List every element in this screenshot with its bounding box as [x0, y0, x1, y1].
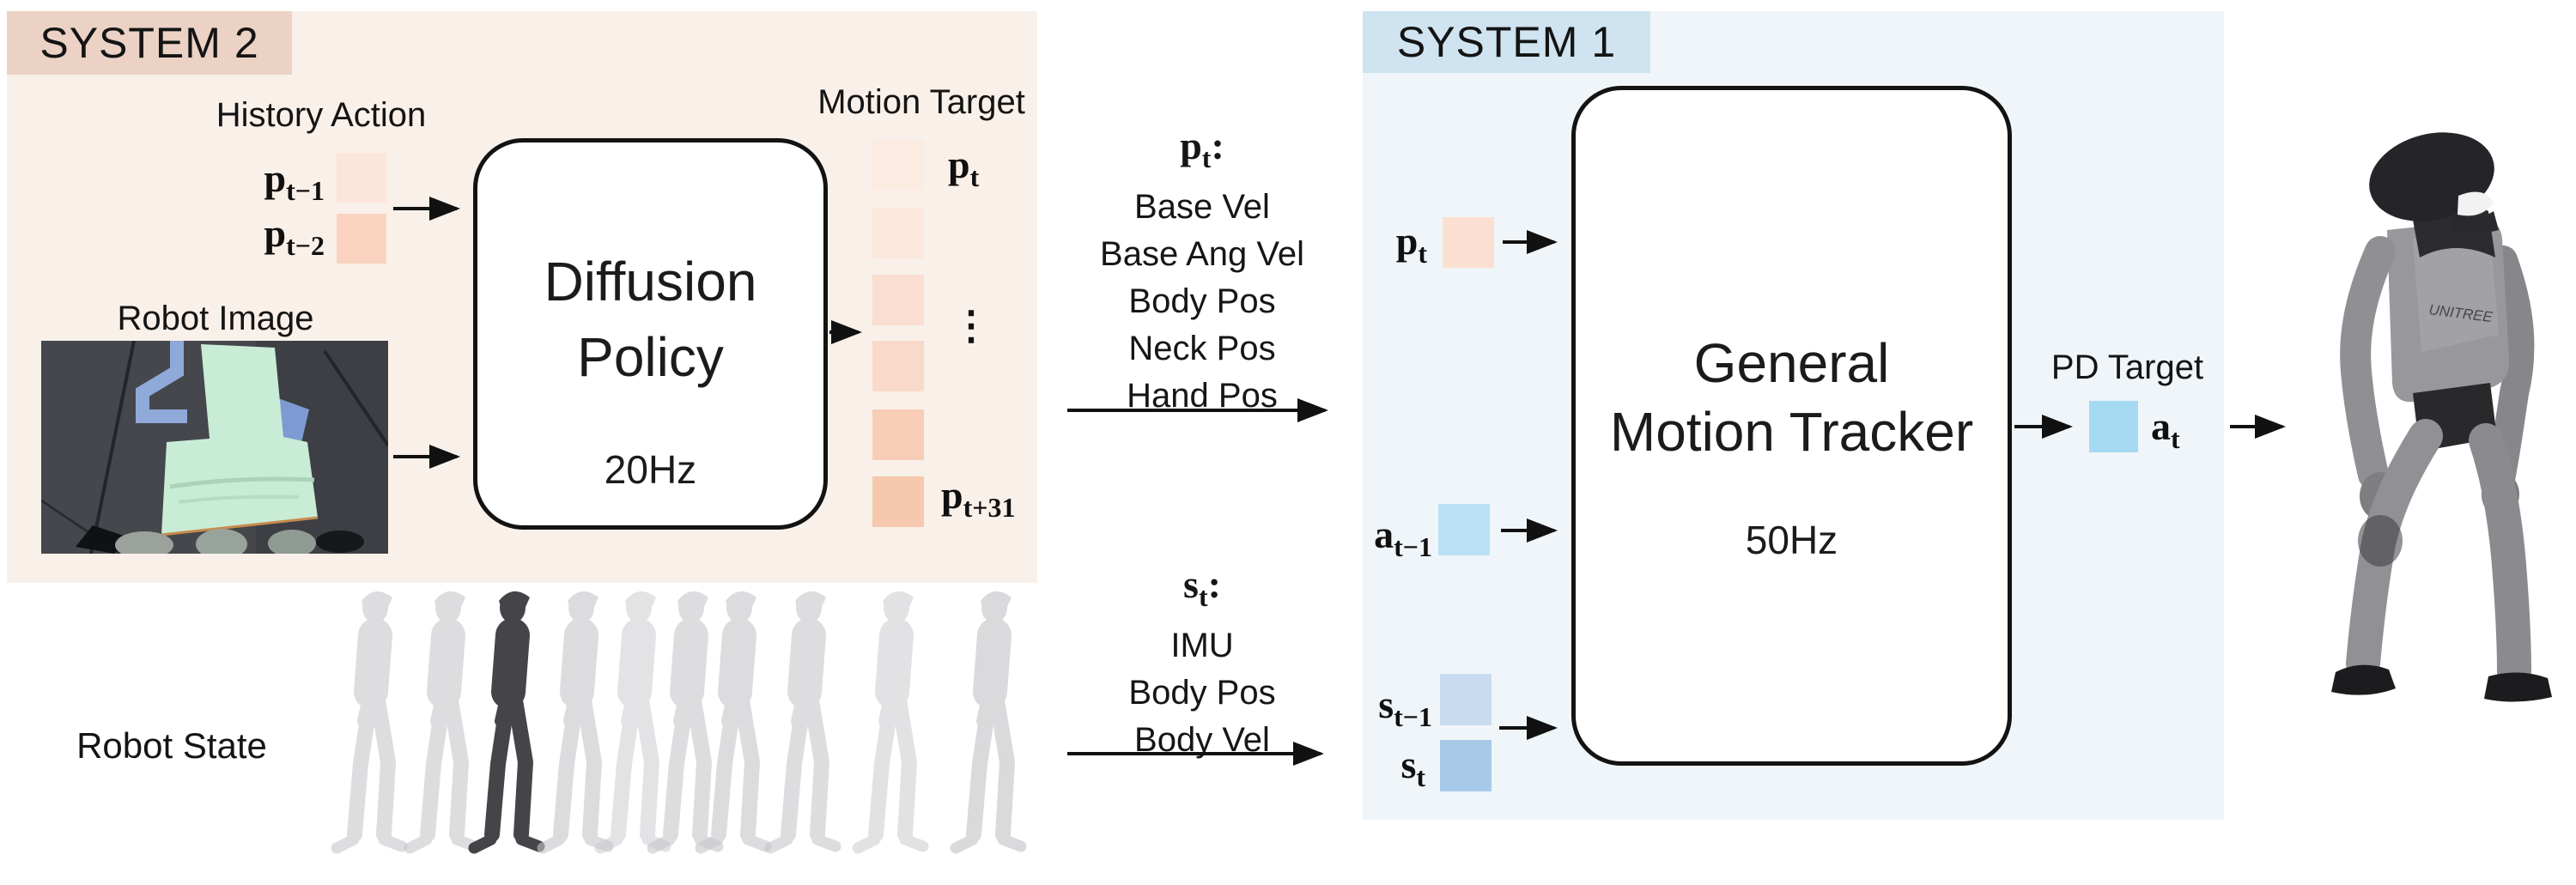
s1-at-minus-1-label: at−1: [1374, 512, 1432, 563]
humanoid-robot-photo: UNITREE: [2284, 110, 2567, 732]
motion-target-square: [872, 275, 924, 325]
motion-target-square: [872, 476, 924, 527]
motion-target-square: [872, 341, 924, 391]
pt-signal-item: Base Ang Vel: [1100, 235, 1304, 274]
motion-target-title: Motion Target: [817, 83, 1025, 121]
pd-target-square: [2089, 401, 2138, 452]
robot-image-title: Robot Image: [117, 300, 314, 337]
p-t-minus-1-label: pt−1: [264, 156, 325, 207]
pt-signal-item: Hand Pos: [1127, 377, 1278, 415]
history-action-title: History Action: [216, 96, 427, 134]
s1-st-minus-1-label: st−1: [1378, 682, 1432, 733]
vertical-ellipsis: ⋮: [951, 304, 991, 348]
robot-state-title: Robot State: [76, 725, 267, 766]
s1-at-minus-1-square: [1438, 504, 1490, 555]
motion-target-square: [872, 208, 924, 258]
system2-chip-label: SYSTEM 2: [39, 19, 259, 67]
pt-signal-list: pt: Base Vel Base Ang Vel Body Pos Neck …: [1022, 120, 1382, 420]
system1-chip-label: SYSTEM 1: [1396, 18, 1617, 66]
pt-signal-item: Body Pos: [1128, 282, 1276, 321]
st-signal-list: st: IMU Body Pos Body Vel: [1022, 559, 1382, 764]
general-motion-tracker-rate: 50Hz: [1745, 518, 1838, 562]
system1-chip: SYSTEM 1: [1363, 11, 1650, 73]
s1-pt-label: pt: [1395, 219, 1427, 270]
motion-target-square: [872, 140, 924, 191]
pt-signal-item: Neck Pos: [1128, 330, 1276, 368]
p-t-minus-1-square: [337, 153, 386, 203]
general-motion-tracker-title: General Motion Tracker: [1609, 332, 1974, 463]
s1-pt-square: [1443, 217, 1494, 268]
pd-target-title: PD Target: [2050, 349, 2204, 386]
motion-target-square: [872, 409, 924, 460]
system2-chip: SYSTEM 2: [7, 11, 292, 75]
st-signal-item: Body Pos: [1128, 674, 1276, 712]
diffusion-policy-rate: 20Hz: [604, 447, 697, 492]
robot-camera-photo: [41, 341, 388, 554]
st-signal-head: st:: [1183, 562, 1221, 613]
pt-signal-item: Base Vel: [1134, 188, 1270, 227]
motion-target-last-label: pt+31: [941, 473, 1016, 524]
s1-st-minus-1-square: [1440, 674, 1492, 725]
at-label: at: [2151, 404, 2180, 455]
robot-state-ghost-figures: [313, 585, 1060, 882]
st-signal-item: IMU: [1170, 627, 1234, 665]
pt-signal-head: pt:: [1180, 124, 1224, 174]
diffusion-policy-title: Diffusion Policy: [544, 251, 757, 388]
p-t-minus-2-square: [337, 214, 386, 264]
diffusion-policy-box: Diffusion Policy 20Hz: [473, 138, 828, 530]
motion-target-first-label: pt: [948, 142, 980, 193]
s1-st-label: st: [1400, 743, 1425, 793]
p-t-minus-2-label: pt−2: [264, 211, 325, 262]
general-motion-tracker-box: General Motion Tracker 50Hz: [1571, 86, 2012, 766]
s1-st-square: [1440, 740, 1492, 791]
